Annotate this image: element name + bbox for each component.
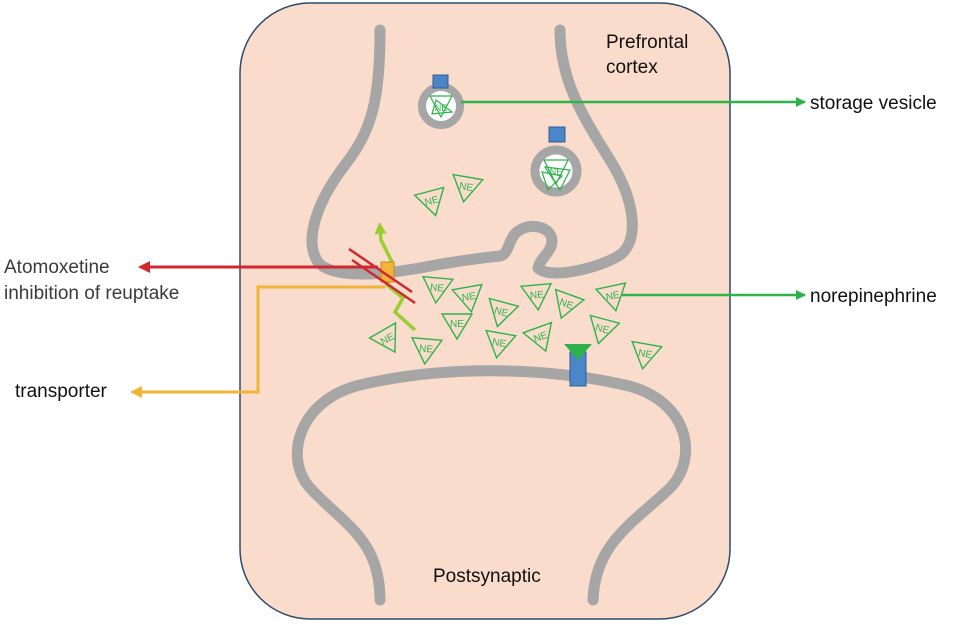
ne-molecule-icon: NE <box>450 283 483 314</box>
ne-molecule-icon: NE <box>594 282 627 313</box>
ne-molecule-icon: NE <box>452 173 485 204</box>
cell-background <box>239 2 731 620</box>
ne-molecule-icon: NE <box>488 297 520 328</box>
storage-vesicle-2: NE <box>530 126 582 197</box>
ne-molecule-icon: NE <box>413 186 445 217</box>
vesicle-receptor-1 <box>432 74 449 89</box>
ne-label: NE <box>430 282 445 294</box>
postsynaptic-label: Postsynaptic <box>433 566 541 587</box>
ne-label: NE <box>458 181 474 194</box>
ne-label: NE <box>461 291 477 304</box>
postsynaptic-membrane <box>291 365 692 606</box>
region-label-line1: Prefrontal <box>606 32 689 53</box>
vesicle-receptor-2 <box>548 126 566 143</box>
ne-label: NE <box>550 167 563 177</box>
ne-label: NE <box>491 337 507 350</box>
ne-label: NE <box>493 305 510 319</box>
ne-label: NE <box>594 322 611 336</box>
ne-molecule-icon: NE <box>440 313 474 341</box>
postsynaptic-receptor <box>564 344 592 387</box>
norepinephrine-label: norepinephrine <box>810 286 937 307</box>
transporter-arrow <box>130 285 385 398</box>
ne-label: NE <box>424 194 441 208</box>
ne-molecule-icon: NE <box>521 321 553 353</box>
transporter-label: transporter <box>15 381 107 402</box>
ne-label: NE <box>419 343 434 355</box>
ne-molecule-icon: NE <box>421 275 455 305</box>
ne-molecule-icon: NE <box>589 314 621 345</box>
atomoxetine-label-line1: Atomoxetine <box>4 257 110 278</box>
ne-label: NE <box>637 348 653 361</box>
ne-label: NE <box>530 289 545 301</box>
ne-molecule-icon: NE <box>519 282 553 312</box>
storage-vesicle-label: storage vesicle <box>810 93 937 114</box>
atomoxetine-label-line2: inhibition of reuptake <box>4 283 180 304</box>
region-label-line2: cortex <box>606 57 658 78</box>
storage-vesicle-1: NE <box>418 74 464 129</box>
ne-label: NE <box>532 330 549 345</box>
ne-molecule-icon: NE <box>631 340 664 371</box>
presynaptic-membrane <box>306 24 638 280</box>
ne-label: NE <box>435 103 448 113</box>
ne-molecule-icon: NE <box>485 329 518 360</box>
ne-molecule-icon: NE <box>410 336 444 366</box>
ne-molecule-icon: NE <box>554 288 586 320</box>
ne-label: NE <box>605 290 621 304</box>
ne-label: NE <box>558 297 575 312</box>
ne-label: NE <box>450 319 464 330</box>
